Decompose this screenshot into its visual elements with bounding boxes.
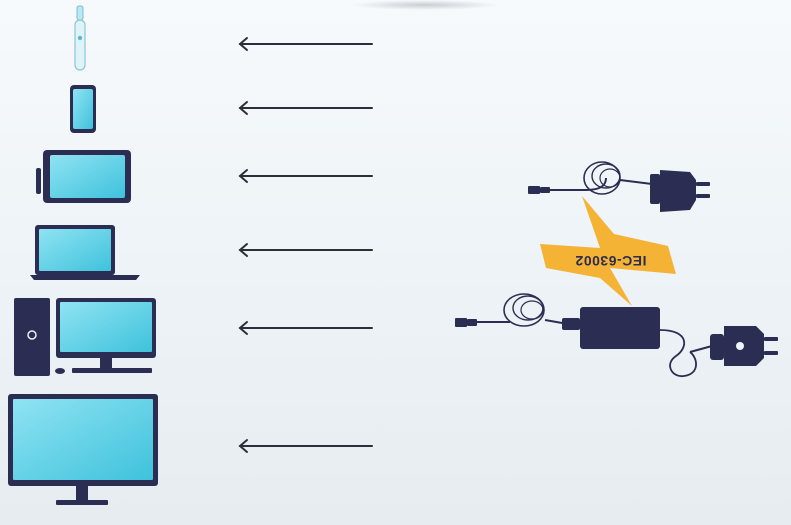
arrow-5 bbox=[238, 321, 373, 335]
arrow-2 bbox=[238, 101, 373, 115]
iec-standard-label: IEC-63002 bbox=[556, 248, 666, 274]
lightning-bolt-icon bbox=[540, 196, 676, 306]
arrow-4 bbox=[238, 243, 373, 257]
arrow-1 bbox=[238, 37, 373, 51]
arrow-6 bbox=[238, 439, 373, 453]
top-shadow bbox=[350, 0, 500, 10]
smartphone-icon bbox=[70, 85, 96, 133]
arrows bbox=[238, 37, 373, 453]
desktop-computer-icon bbox=[14, 298, 156, 376]
tablet-icon bbox=[36, 150, 131, 203]
laptop-power-adapter-icon bbox=[455, 293, 778, 377]
toothbrush-icon bbox=[74, 5, 86, 71]
small-usb-charger-icon bbox=[528, 161, 710, 212]
laptop-icon bbox=[30, 225, 140, 280]
monitor-icon bbox=[8, 394, 158, 505]
iec-standard-text: IEC-63002 bbox=[575, 253, 647, 269]
arrow-3 bbox=[238, 169, 373, 183]
